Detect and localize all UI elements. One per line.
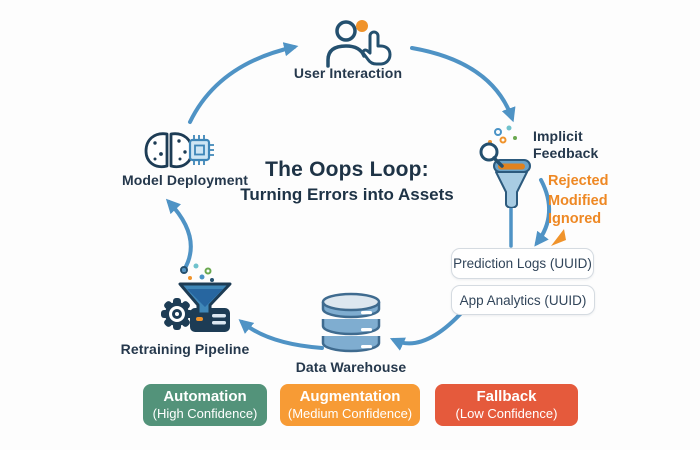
arrow-feedback-to-logs — [534, 178, 552, 247]
arrow-warehouse-to-retraining — [238, 319, 324, 350]
orange-wedge-marker — [551, 229, 566, 246]
arrow-analytics-to-warehouse — [389, 308, 466, 351]
arrow-deployment-to-user — [188, 42, 299, 124]
database-icon — [321, 292, 381, 353]
fallback-badge-subtitle: (Low Confidence) — [455, 406, 558, 422]
funnel-magnifier-icon — [479, 125, 531, 208]
user-pointer-icon — [326, 20, 392, 68]
fallback-badge: Fallback (Low Confidence) — [435, 384, 578, 426]
arrow-user-to-feedback — [410, 46, 516, 123]
model-deployment-label: Model Deployment — [121, 172, 249, 188]
augmentation-badge-title: Augmentation — [299, 387, 401, 405]
app-analytics-box: App Analytics (UUID) — [451, 285, 595, 315]
outcome-modified-label: Modified — [548, 193, 608, 209]
outcome-rejected-label: Rejected — [548, 173, 609, 189]
data-warehouse-label: Data Warehouse — [295, 359, 407, 375]
implicit-feedback-label-line2: Feedback — [533, 144, 599, 161]
automation-badge: Automation (High Confidence) — [143, 384, 267, 426]
diagram-title-line1: The Oops Loop: — [265, 158, 429, 181]
implicit-feedback-label: Implicit Feedback — [533, 128, 598, 161]
prediction-logs-box: Prediction Logs (UUID) — [451, 248, 594, 279]
implicit-feedback-label-line1: Implicit — [533, 128, 583, 144]
fallback-badge-title: Fallback — [476, 387, 537, 405]
augmentation-badge-subtitle: (Medium Confidence) — [287, 406, 413, 422]
user-interaction-label: User Interaction — [293, 65, 403, 81]
retraining-pipeline-label: Retraining Pipeline — [120, 341, 250, 357]
automation-badge-title: Automation — [163, 387, 247, 405]
automation-badge-subtitle: (High Confidence) — [152, 406, 258, 422]
gear-funnel-server-icon — [161, 263, 232, 332]
diagram-title: The Oops Loop: Turning Errors into Asset… — [240, 158, 453, 205]
arrow-retraining-to-deployment — [165, 198, 193, 272]
outcome-ignored-label: Ignored — [548, 211, 602, 227]
augmentation-badge: Augmentation (Medium Confidence) — [280, 384, 420, 426]
diagram-title-line2: Turning Errors into Assets — [240, 185, 454, 204]
brain-chip-icon — [144, 132, 214, 169]
